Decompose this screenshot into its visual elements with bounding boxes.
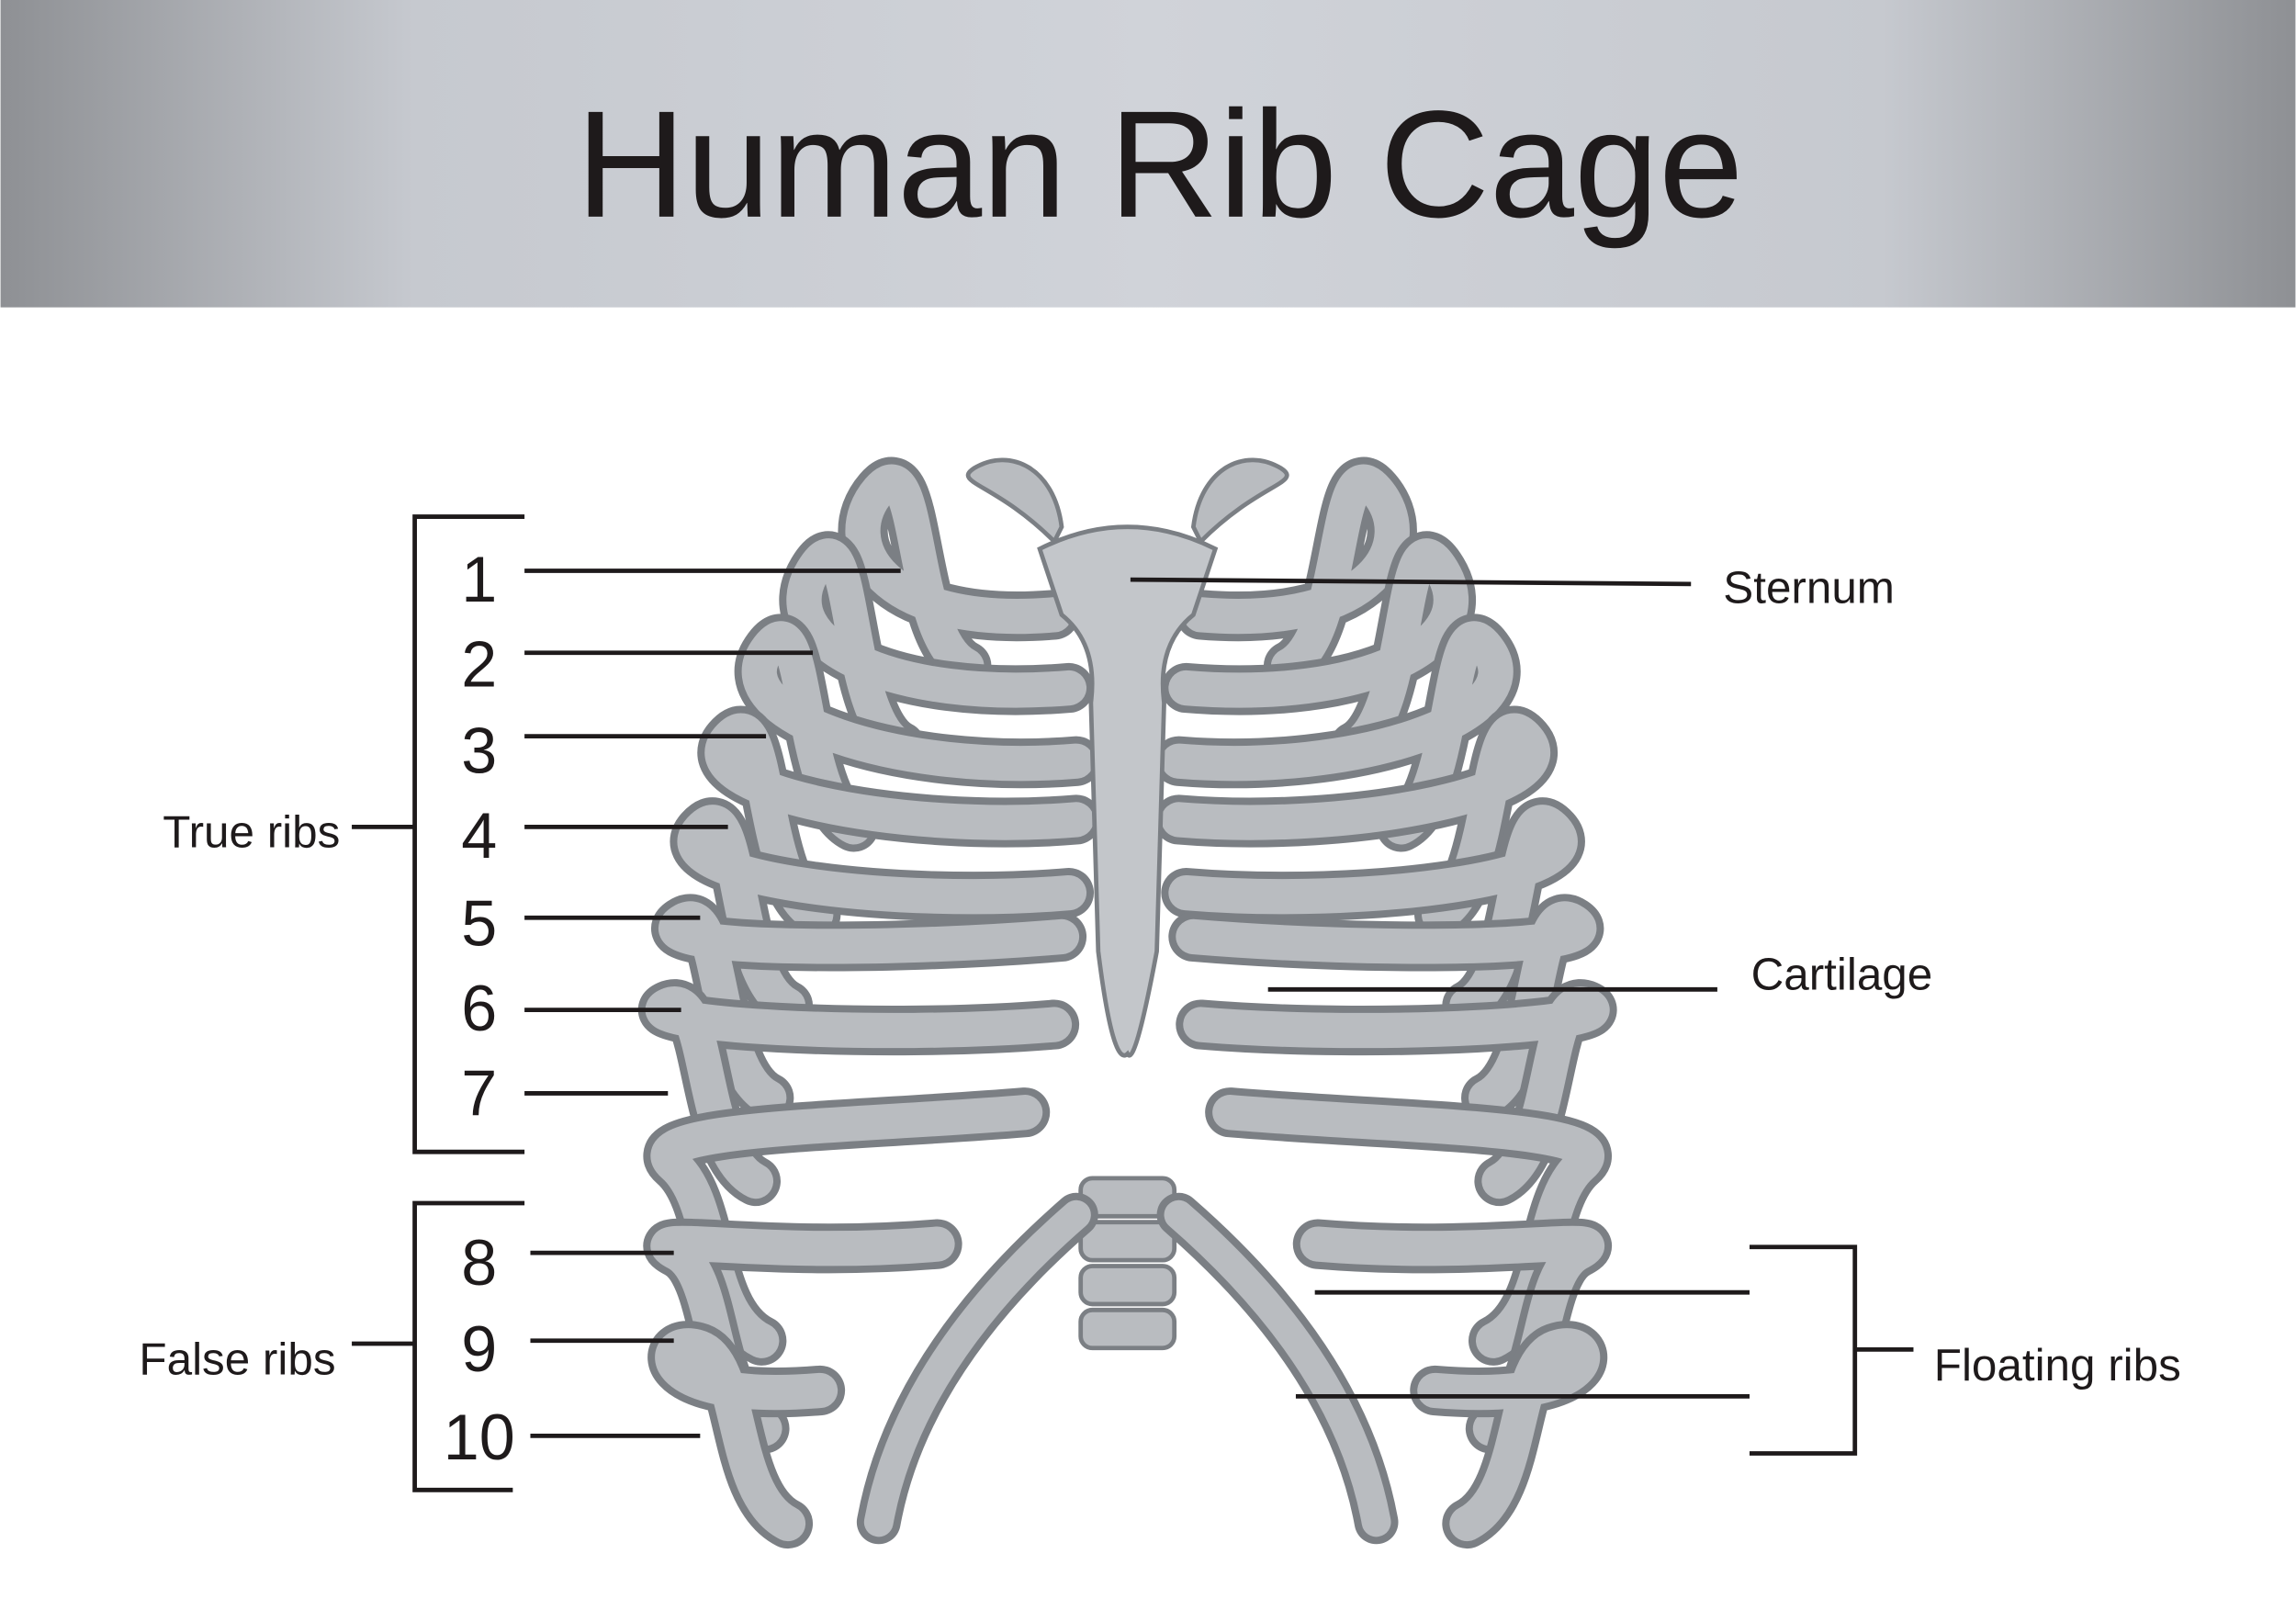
rib-cage-illustration	[637, 457, 1617, 1549]
rib	[845, 465, 1073, 684]
floating-ribs-bracket	[1295, 1244, 1914, 1456]
rib-number-6: 6	[461, 973, 497, 1044]
header-band	[0, 0, 2296, 308]
vertebra	[1078, 1307, 1177, 1351]
rib-number-1: 1	[461, 544, 497, 615]
rib-number-3: 3	[461, 715, 497, 786]
right-ribs	[1154, 457, 1617, 1549]
rib-leader-lines	[524, 569, 901, 1438]
vertebra	[1078, 1264, 1177, 1307]
rib	[1161, 713, 1550, 933]
floating-rib	[863, 1199, 1091, 1537]
clavicle-stub	[965, 457, 1064, 546]
vertebra	[1078, 1220, 1177, 1263]
rib-number-2: 2	[461, 628, 497, 700]
false-ribs-label: False ribs	[139, 1334, 335, 1384]
false-ribs-bracket	[352, 1200, 525, 1492]
left-ribs	[637, 457, 1102, 1549]
rib	[1417, 1328, 1601, 1542]
sternum-label: Sternum	[1723, 563, 1895, 614]
rib	[1183, 465, 1410, 684]
true-ribs-bracket	[352, 514, 525, 1154]
floating-rib	[1164, 1199, 1391, 1537]
rib-number-10: 10	[444, 1402, 515, 1473]
floating-ribs-label: Floating ribs	[1934, 1340, 2181, 1390]
rib	[1168, 538, 1469, 764]
rib	[655, 1328, 838, 1542]
cartilage-label: Cartilage	[1751, 949, 1933, 999]
rib	[704, 713, 1095, 933]
rib-number-5: 5	[461, 887, 497, 959]
sternum-leader-line	[1130, 577, 1692, 587]
true-ribs-label: True ribs	[163, 807, 340, 858]
page-title: Human Rib Cage	[576, 80, 1743, 250]
sternum	[1037, 524, 1219, 1058]
rib-number-labels: 1 2 3 4 5 6 7 8 9 10	[444, 544, 515, 1473]
rib-number-7: 7	[461, 1057, 497, 1129]
rib-number-4: 4	[461, 800, 497, 872]
rib-number-9: 9	[461, 1313, 497, 1385]
rib	[1161, 621, 1514, 845]
rib-number-8: 8	[461, 1227, 497, 1299]
clavicle-stub	[1190, 457, 1289, 546]
